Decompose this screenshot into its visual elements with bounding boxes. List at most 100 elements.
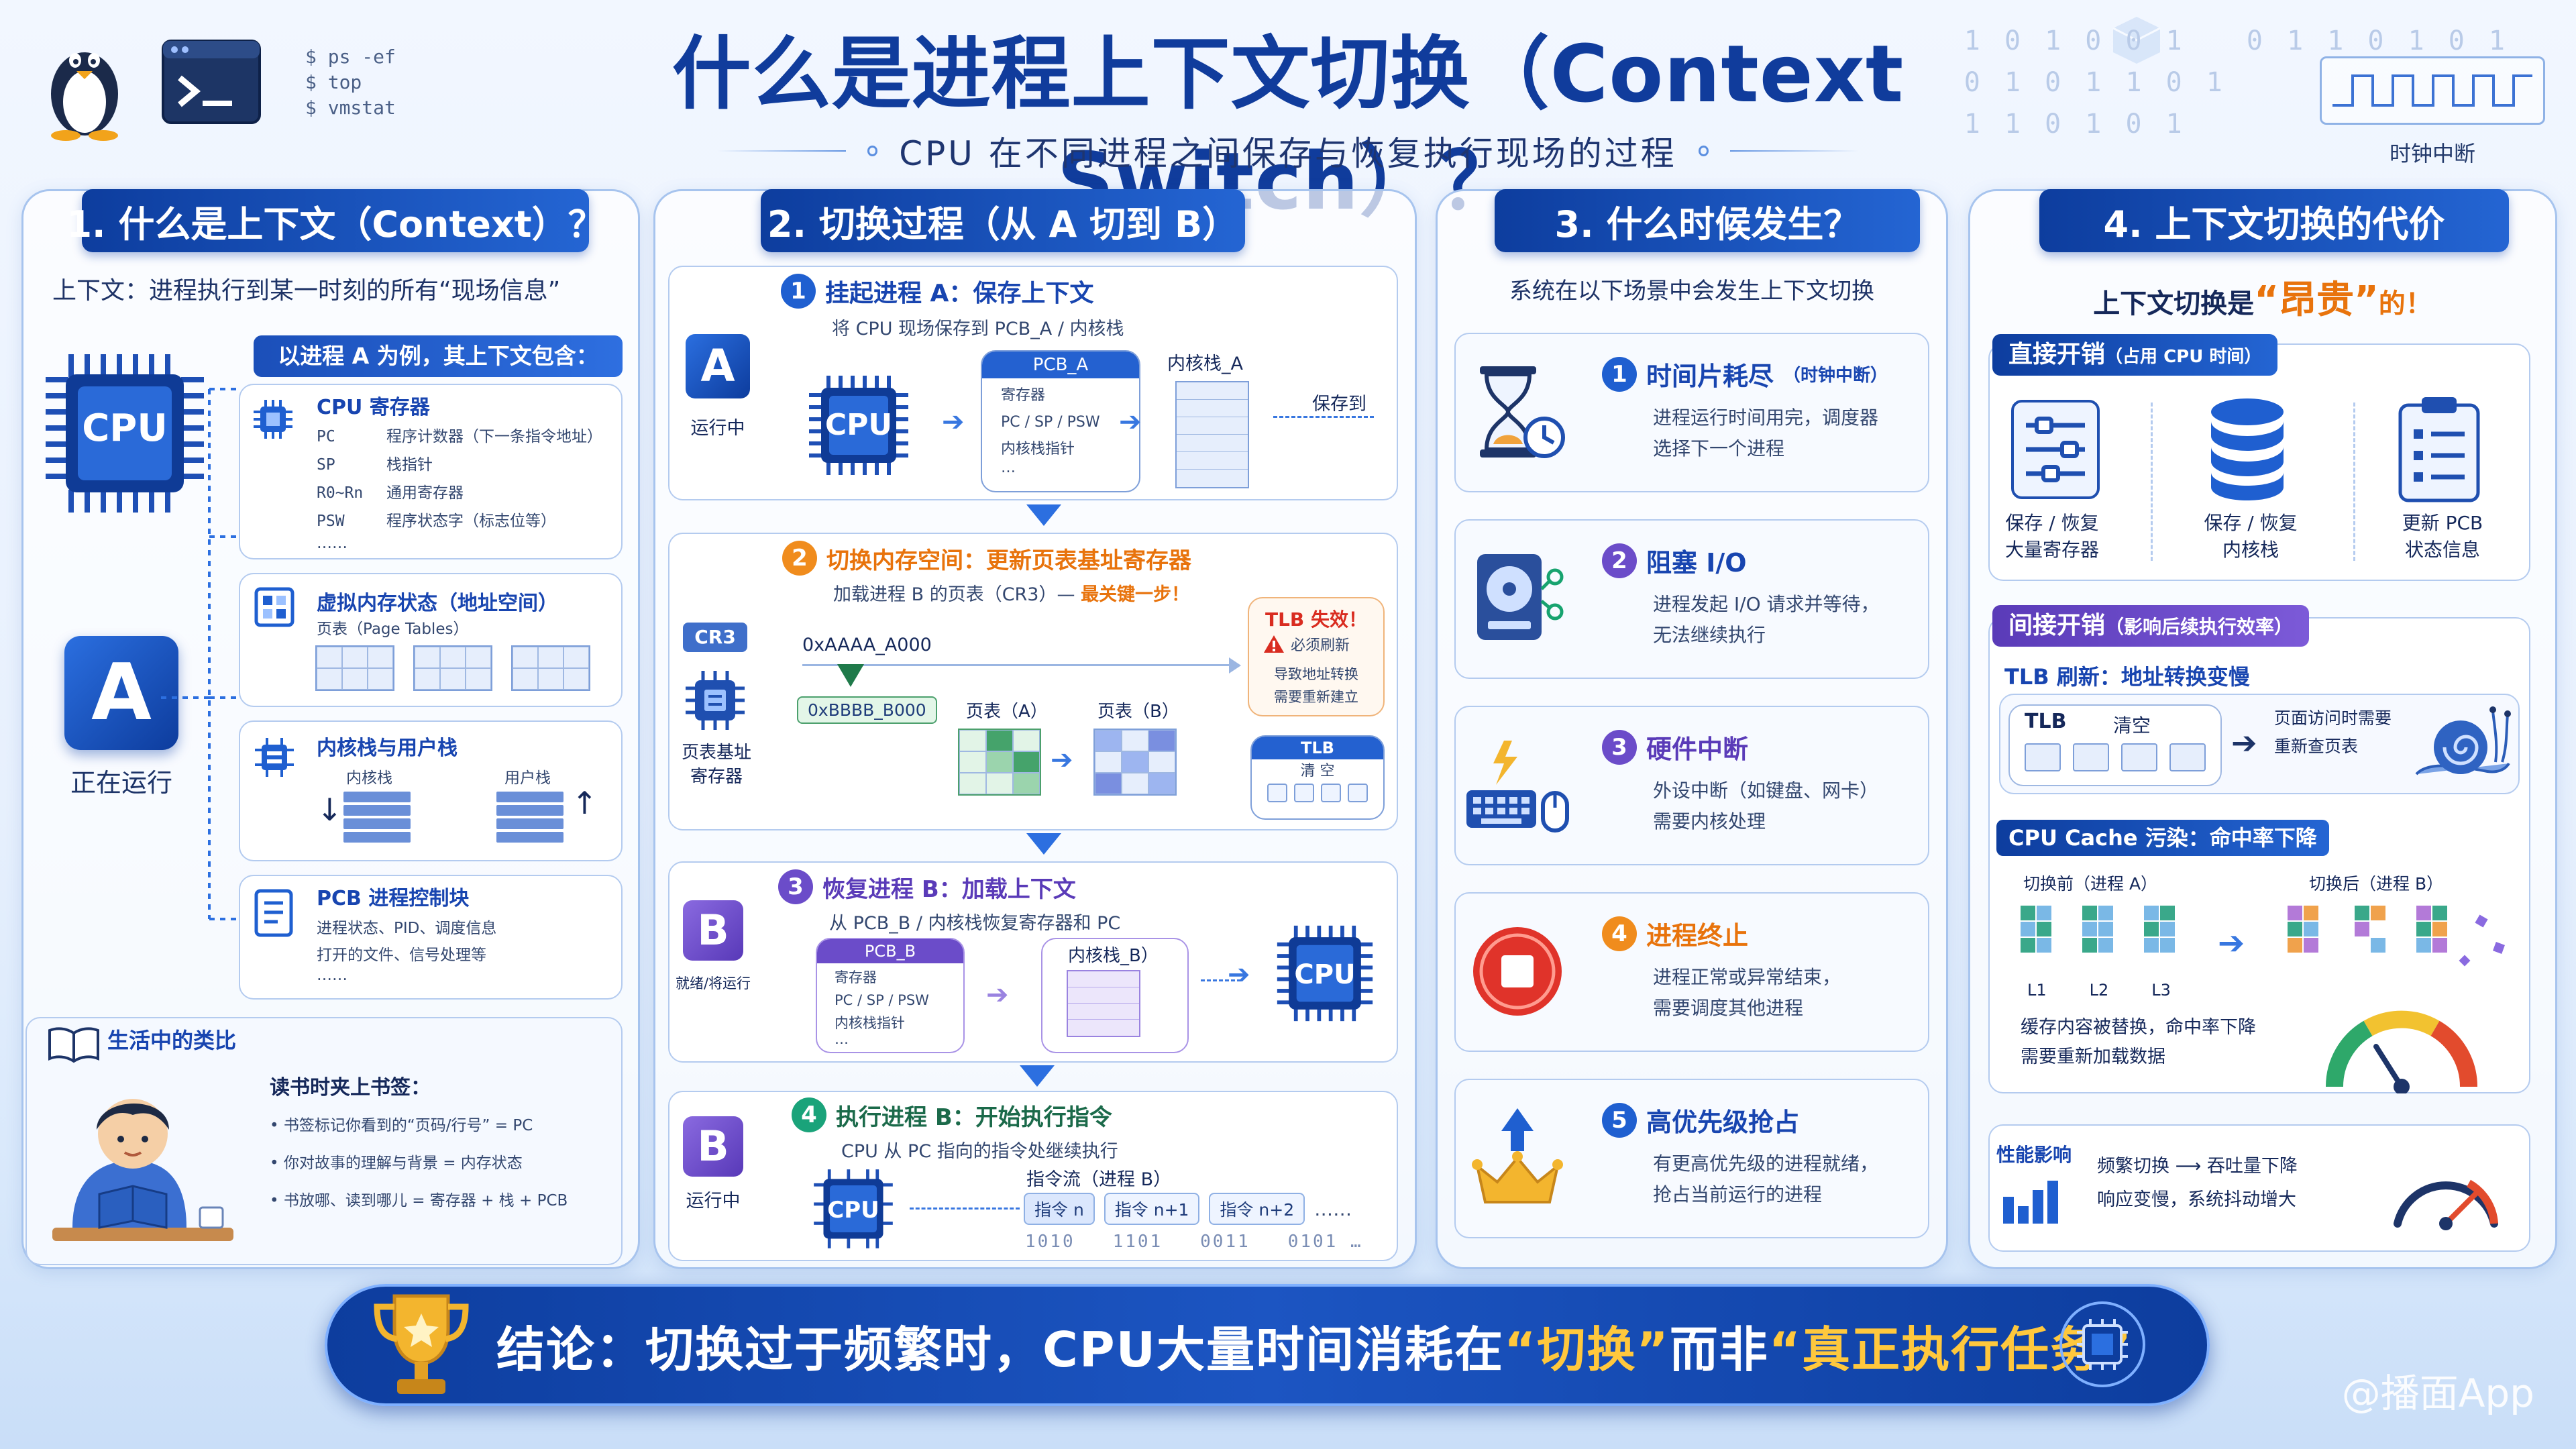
terminal-icon (161, 39, 262, 125)
kernel-stack-a-label: 内核栈_A (1167, 354, 1243, 374)
step-title: 恢复进程 B：加载上下文 (822, 875, 1076, 903)
bar-chart-icon (1999, 1175, 2066, 1226)
register-row: R0~Rn 通用寄存器 (317, 479, 619, 507)
arrow-down-icon (1026, 504, 1061, 526)
arrow-right-icon: ➔ (942, 407, 965, 437)
arrow-right-icon: ➔ (2231, 724, 2257, 761)
cache-pollution-title: CPU Cache 污染：命中率下降 (1996, 820, 2329, 856)
register-key: R0~Rn (317, 484, 364, 502)
scenario-desc: 有更高优先级的进程就绪，抢占当前运行的进程 (1653, 1148, 1878, 1210)
scenario-badge: 1 (1602, 356, 1637, 392)
scenario-badge: 4 (1602, 916, 1637, 951)
cache-before-label: 切换前（进程 A） (2023, 874, 2158, 894)
expensive-tagline: 上下文切换是“昂贵”的！ (2093, 278, 2432, 322)
register-key: PSW (317, 513, 345, 530)
step-4-header: 4 执行进程 B：开始执行指令 (792, 1097, 1112, 1132)
gauge-icon (2314, 1000, 2489, 1093)
arrow-right-icon: ➔ (986, 979, 1009, 1010)
step-sub: CPU 从 PC 指向的指令处继续执行 (841, 1141, 1118, 1162)
cpu-icon (1275, 923, 1375, 1024)
step-3-header: 3 恢复进程 B：加载上下文 (778, 869, 1076, 904)
tlb-flush-desc: 页面访问时需要重新查页表 (2274, 708, 2392, 756)
cube-icon (2106, 13, 2167, 67)
process-a-icon (64, 636, 178, 750)
keyboard-icon (1464, 731, 1571, 839)
cache-level-label: L2 (2089, 981, 2109, 1000)
proc-b-running-status: 运行中 (686, 1191, 741, 1212)
book-icon (47, 1024, 101, 1064)
page-table (511, 645, 590, 691)
pcb-row: PC / SP / PSW (835, 992, 929, 1008)
clock-interrupt-label: 时钟中断 (2389, 141, 2475, 166)
scenario-desc-line: 有更高优先级的进程就绪， (1653, 1152, 1879, 1175)
proc-b-status: 就绪/将运行 (675, 975, 751, 991)
connector-lines (161, 362, 248, 953)
arrow-long-right (802, 664, 1232, 666)
cache-desc: 缓存内容被替换，命中率下降需要重新加载数据 (2021, 1017, 2256, 1067)
database-icon (2200, 394, 2294, 502)
dashed-arrow (1273, 416, 1374, 418)
cache-before-grid (2015, 903, 2203, 970)
scenario-desc-line: 进程发起 I/O 请求并等待， (1653, 593, 1880, 615)
cache-after-grid (2282, 903, 2517, 977)
clock-signal-icon (2320, 56, 2545, 125)
step-badge: 1 (781, 274, 816, 309)
pcb-row: 寄存器 (835, 969, 877, 985)
step-badge: 3 (778, 869, 813, 904)
card-stacks (239, 720, 623, 861)
vmem-sub: 页表（Page Tables） (317, 621, 469, 638)
card-registers (239, 384, 623, 559)
proc-b-icon: B (683, 900, 743, 961)
step-title: 执行进程 B：开始执行指令 (836, 1104, 1112, 1131)
divider (718, 150, 846, 152)
instruction-stream-label: 指令流（进程 B） (1026, 1169, 1172, 1190)
cache-level-label: L1 (2027, 981, 2047, 1000)
performance-title: 性能影响 (1996, 1144, 2072, 1166)
kernel-stack-a-visual (1175, 381, 1249, 488)
scenario-desc: 进程运行时间用完，调度器选择下一个进程 (1653, 402, 1878, 464)
pcb-line: 打开的文件、信号处理等 (317, 947, 486, 964)
terminal-commands: $ ps -ef$ top$ vmstat (305, 46, 396, 119)
addr-a: 0xAAAA_A000 (802, 635, 932, 655)
step-badge: 4 (792, 1097, 826, 1132)
instruction-box: 指令 n+2 (1209, 1193, 1305, 1225)
scenario-card (1454, 706, 1929, 865)
analogy-title: 读书时夹上书签： (270, 1076, 431, 1099)
panel-context-title: 1. 什么是上下文（Context）？ (66, 189, 604, 252)
arrow-down-icon (1026, 833, 1061, 855)
panel-switch-title: 2. 切换过程（从 A 切到 B） (761, 189, 1245, 252)
user-stack-visual (496, 792, 564, 843)
disk-icon (1464, 545, 1571, 652)
step-sub: 从 PCB_B / 内核栈恢复寄存器和 PC (829, 913, 1121, 934)
cpu-chip-label: CPU (82, 407, 168, 450)
arrow-down-icon: ↓ (317, 792, 343, 828)
hourglass-icon (1464, 358, 1571, 466)
tlb-warning-line: 导致地址转换 (1274, 666, 1358, 682)
cpu-icon (812, 1167, 895, 1250)
page-subtitle: CPU 在不同进程之间保存与恢复执行现场的过程 (899, 134, 1677, 173)
pcb-row: 内核栈指针 (835, 1015, 905, 1031)
memory-map-icon (254, 586, 295, 628)
analogy-item: • 你对故事的理解与背景 = 内存状态 (270, 1155, 523, 1172)
vmem-title: 虚拟内存状态（地址空间） (317, 592, 558, 615)
indirect-cost-title: 间接开销（影响后续执行效率） (1992, 605, 2310, 647)
stop-icon (1464, 918, 1571, 1025)
panel-when-intro: 系统在以下场景中会发生上下文切换 (1509, 278, 1874, 305)
page-table-grids (315, 645, 590, 691)
save-to-label: 保存到 (1312, 394, 1366, 415)
registers-cost-icon (2002, 396, 2109, 503)
arrow-right-icon: ➔ (1051, 745, 1073, 775)
scenario-title: 阻塞 I/O (1646, 548, 1747, 578)
scenario-card (1454, 1079, 1929, 1238)
register-value: 通用寄存器 (386, 484, 464, 502)
checklist-icon (2396, 393, 2482, 504)
tlb-warning-text: 必须刷新 (1291, 637, 1350, 654)
